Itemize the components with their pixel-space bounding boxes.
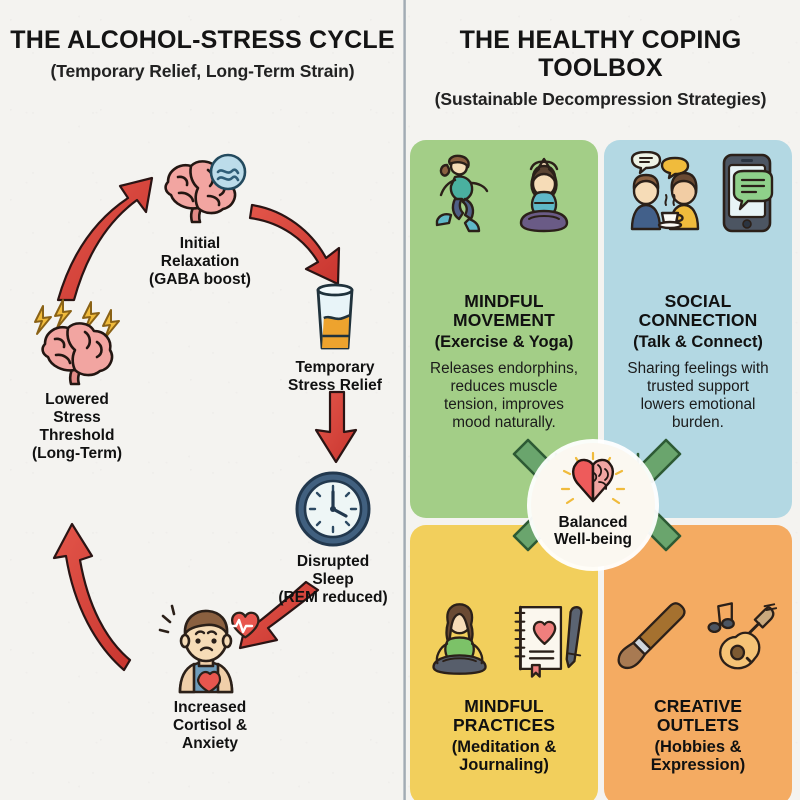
panel-divider <box>403 0 406 800</box>
card-title: SOCIAL CONNECTION <box>638 291 758 331</box>
cycle-node-disrupted-sleep: Disrupted Sleep (REM reduced) <box>258 468 408 607</box>
journal-and-pen-icon <box>514 605 583 678</box>
cycle-node-label: Temporary Stress Relief <box>288 359 382 394</box>
meditating-person-icon <box>432 603 487 675</box>
cycle-node-initial-relaxation: Initial Relaxation (GABA boost) <box>120 152 280 289</box>
yoga-person-icon <box>519 157 569 233</box>
card-title: MINDFUL MOVEMENT <box>453 291 555 331</box>
card-mindful-practices[interactable]: MINDFUL PRACTICES (Meditation & Journali… <box>410 525 598 800</box>
hub-label: Balanced Well-being <box>553 514 633 549</box>
card-title-block: MINDFUL PRACTICES (Meditation & Journali… <box>420 696 588 774</box>
cycle-node-label: Increased Cortisol & Anxiety <box>172 699 248 752</box>
right-panel-subtitle: (Sustainable Decompression Strategies) <box>434 89 767 109</box>
cycle-node-label: Lowered Stress Threshold (Long-Term) <box>31 391 123 462</box>
left-panel-title: THE ALCOHOL-STRESS CYCLE <box>10 26 395 54</box>
arrow-threshold-to-relaxation <box>56 176 154 302</box>
card-social-connection[interactable]: SOCIAL CONNECTION (Talk & Connect) Shari… <box>604 140 792 518</box>
arrow-cortisol-to-threshold <box>52 522 132 672</box>
guitar-music-note-icon <box>707 602 778 670</box>
running-person-icon <box>435 154 489 233</box>
card-kicker: (Hobbies & Expression) <box>650 737 746 774</box>
right-panel-heading: THE HEALTHY COPING TOOLBOX (Sustainable … <box>408 26 793 110</box>
anxious-person-icon <box>130 600 290 696</box>
card-body: Sharing feelings with trusted support lo… <box>627 359 769 431</box>
smartphone-chat-icon <box>722 153 774 233</box>
arrow-relaxation-to-relief <box>248 203 341 286</box>
whiskey-glass-icon <box>260 278 410 356</box>
card-title: MINDFUL PRACTICES <box>452 696 556 736</box>
cycle-node-label: Disrupted Sleep (REM reduced) <box>278 553 388 606</box>
cycle-node-increased-cortisol: Increased Cortisol & Anxiety <box>130 600 290 753</box>
heart-brain-icon <box>560 451 626 505</box>
brain-with-lightning-icon <box>2 296 152 388</box>
card-creative-outlets[interactable]: CREATIVE OUTLETS (Hobbies & Expression) <box>604 525 792 800</box>
card-body: Releases endorphins, reduces muscle tens… <box>430 359 578 431</box>
brain-with-wave-icon <box>120 152 280 232</box>
card-artwork <box>420 587 588 691</box>
left-panel-heading: THE ALCOHOL-STRESS CYCLE (Temporary Reli… <box>10 26 395 82</box>
cycle-node-label: Initial Relaxation (GABA boost) <box>149 235 251 288</box>
card-title-block: CREATIVE OUTLETS (Hobbies & Expression) <box>614 696 782 774</box>
cycle-node-temporary-stress-relief: Temporary Stress Relief <box>260 278 410 395</box>
hub-balanced-wellbeing: Balanced Well-being <box>531 443 655 567</box>
clock-icon <box>258 468 408 550</box>
card-kicker: (Exercise & Yoga) <box>434 332 574 351</box>
card-artwork <box>614 140 782 248</box>
card-title: CREATIVE OUTLETS <box>654 696 742 736</box>
card-artwork <box>614 587 782 691</box>
right-panel-title: THE HEALTHY COPING TOOLBOX <box>459 26 742 82</box>
card-title-block: SOCIAL CONNECTION (Talk & Connect) Shari… <box>614 291 782 432</box>
card-artwork <box>420 140 588 248</box>
cycle-node-lowered-stress-threshold: Lowered Stress Threshold (Long-Term) <box>2 296 152 463</box>
two-people-talking-icon <box>630 151 700 231</box>
card-kicker: (Talk & Connect) <box>633 332 763 351</box>
left-panel-subtitle: (Temporary Relief, Long-Term Strain) <box>50 61 355 81</box>
paintbrush-icon <box>617 602 686 670</box>
card-title-block: MINDFUL MOVEMENT (Exercise & Yoga) Relea… <box>420 291 588 432</box>
arrow-relief-to-sleep <box>314 390 358 464</box>
card-kicker: (Meditation & Journaling) <box>451 737 557 774</box>
